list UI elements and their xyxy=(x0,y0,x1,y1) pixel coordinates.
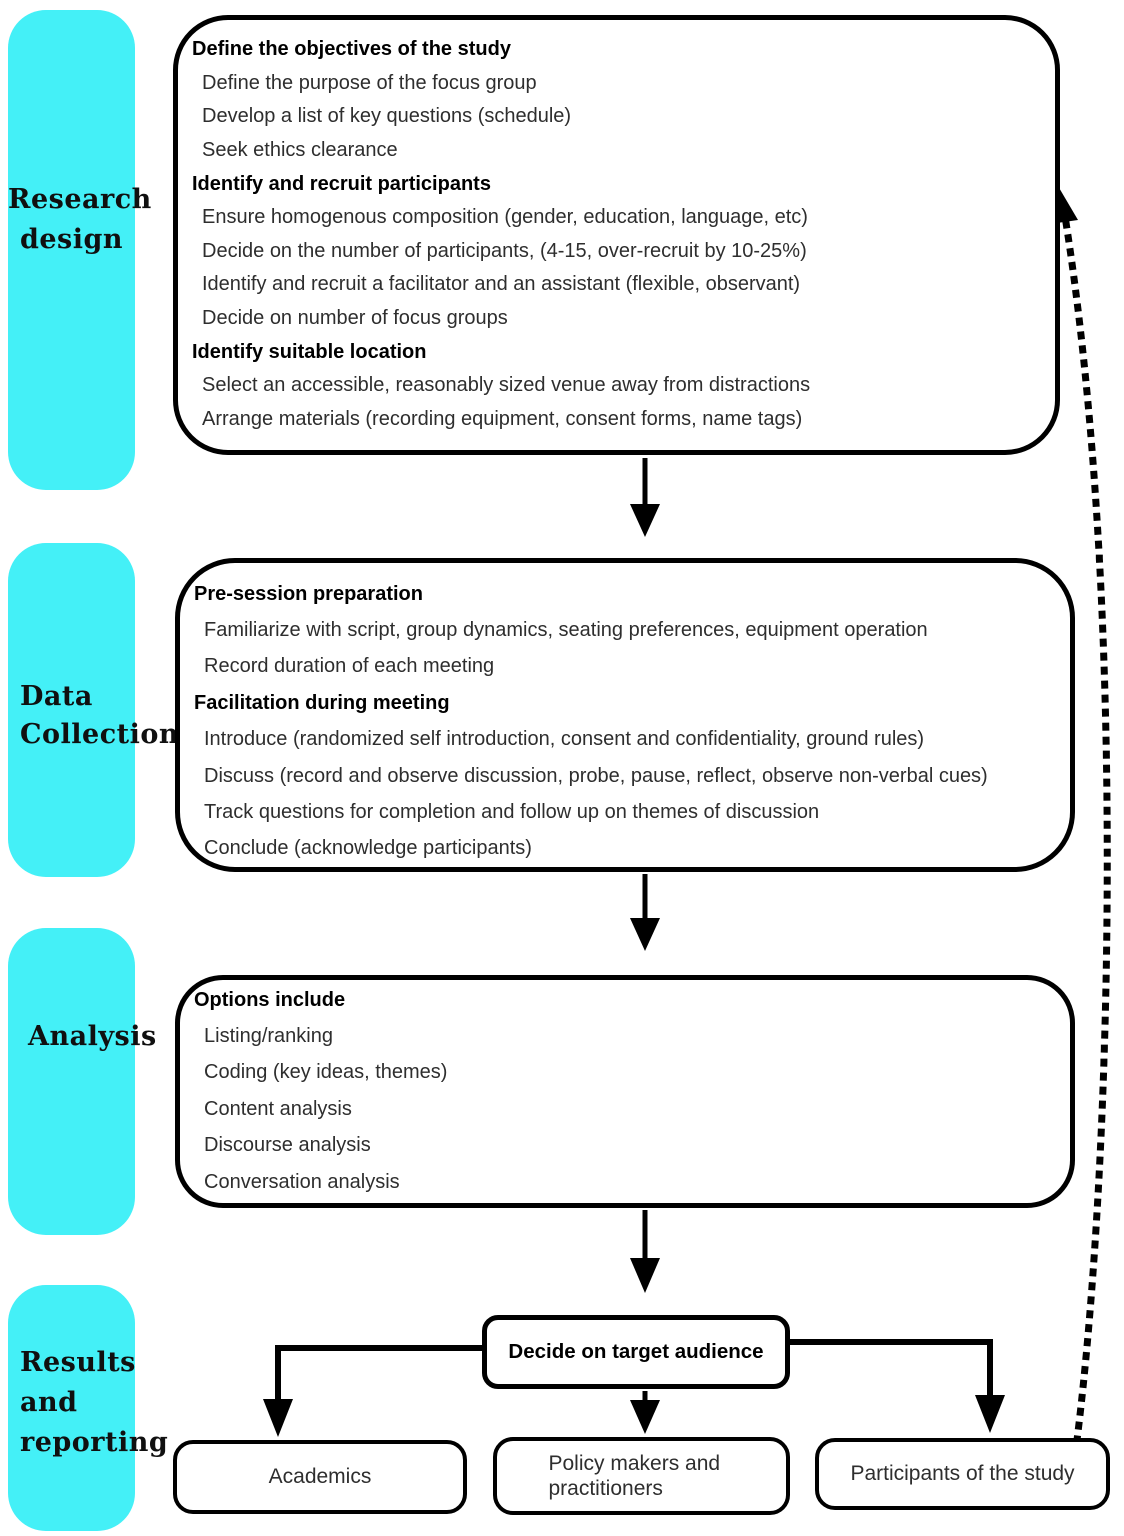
audience-box-participants: Participants of the study xyxy=(815,1438,1110,1510)
step-line: Decide on number of focus groups xyxy=(178,302,1055,336)
arrow-decision-to-participants xyxy=(790,1339,1005,1433)
step-text: Coding (key ideas, themes) xyxy=(204,1061,448,1084)
audience-label: Participants of the study xyxy=(850,1462,1075,1485)
arrow-decision-to-policy-makers xyxy=(630,1391,660,1434)
step-line: Define the purpose of the focus group xyxy=(178,67,1055,101)
audience-box-academics: Academics xyxy=(173,1440,467,1514)
step-line: Conclude (acknowledge participants) xyxy=(180,831,1070,867)
stage-label-line: reporting xyxy=(20,1427,169,1458)
step-line: Record duration of each meeting xyxy=(180,649,1070,685)
step-text: Discourse analysis xyxy=(204,1134,371,1157)
stage-label-line: Research xyxy=(8,184,152,215)
step-text: Introduce (randomized self introduction,… xyxy=(204,728,925,751)
step-line: Options include xyxy=(180,982,1070,1018)
step-line: Arrange materials (recording equipment, … xyxy=(178,403,1055,437)
step-text: Develop a list of key questions (schedul… xyxy=(202,105,572,128)
audience-box-policy-makers: Policy makers and practitioners xyxy=(493,1437,790,1515)
stage-label-line: Collection xyxy=(20,719,179,750)
step-line: Conversation analysis xyxy=(180,1164,1070,1200)
step-text: Listing/ranking xyxy=(204,1025,333,1048)
step-text: Select an accessible, reasonably sized v… xyxy=(202,374,811,397)
stage-label-line: design xyxy=(19,224,124,255)
stage-analysis: Analysis xyxy=(8,928,157,1235)
step-line: Discuss (record and observe discussion, … xyxy=(180,758,1070,794)
step-line: Identify and recruit a facilitator and a… xyxy=(178,268,1055,302)
step-line: Seek ethics clearance xyxy=(178,134,1055,168)
step-text: Options include xyxy=(194,988,346,1011)
step-line: Select an accessible, reasonably sized v… xyxy=(178,369,1055,403)
step-text: Arrange materials (recording equipment, … xyxy=(202,407,803,430)
audience-label: Policy makers and practitioners xyxy=(548,1452,721,1500)
stage-label-line: Analysis xyxy=(28,1021,157,1052)
audience-label: Academics xyxy=(268,1465,372,1488)
stage-label-line: Data xyxy=(20,681,93,712)
step-text: Identify suitable location xyxy=(192,340,427,363)
stage-research-design: Research design xyxy=(8,10,152,490)
step-text: Content analysis xyxy=(204,1097,352,1120)
step-line: Ensure homogenous composition (gender, e… xyxy=(178,201,1055,235)
step-text: Identify and recruit a facilitator and a… xyxy=(202,273,801,296)
step-line: Identify and recruit participants xyxy=(178,167,1055,201)
step-line: Identify suitable location xyxy=(178,335,1055,369)
step-text: Define the objectives of the study xyxy=(192,38,511,61)
stage-label-line: and xyxy=(20,1387,78,1418)
step-line: Introduce (randomized self introduction,… xyxy=(180,722,1070,758)
decision-box-target-audience: Decide on target audience xyxy=(482,1315,790,1389)
step-line: Decide on the number of participants, (4… xyxy=(178,235,1055,269)
step-line: Track questions for completion and follo… xyxy=(180,794,1070,830)
step-text: Define the purpose of the focus group xyxy=(202,71,537,94)
decision-label: Decide on target audience xyxy=(508,1340,764,1363)
step-text: Identify and recruit participants xyxy=(192,172,491,195)
step-text: Pre-session preparation xyxy=(194,582,423,605)
step-line: Content analysis xyxy=(180,1091,1070,1127)
step-text: Familiarize with script, group dynamics,… xyxy=(204,619,928,642)
step-line: Pre-session preparation xyxy=(180,576,1070,612)
step-text: Seek ethics clearance xyxy=(202,139,398,162)
step-line: Define the objectives of the study xyxy=(178,33,1055,67)
arrow-data-collection-to-analysis xyxy=(630,874,660,951)
step-line: Discourse analysis xyxy=(180,1128,1070,1164)
step-line: Facilitation during meeting xyxy=(180,685,1070,721)
step-line: Coding (key ideas, themes) xyxy=(180,1055,1070,1091)
step-text: Record duration of each meeting xyxy=(204,655,495,678)
stage-label-line: Results xyxy=(20,1347,136,1378)
step-text: Track questions for completion and follo… xyxy=(204,801,820,824)
step-text: Conversation analysis xyxy=(204,1170,400,1193)
step-line: Listing/ranking xyxy=(180,1018,1070,1054)
arrow-analysis-to-decision xyxy=(630,1210,660,1293)
step-text: Conclude (acknowledge participants) xyxy=(204,837,532,860)
step-text: Decide on the number of participants, (4… xyxy=(202,239,807,262)
step-line: Familiarize with script, group dynamics,… xyxy=(180,612,1070,648)
step-text: Ensure homogenous composition (gender, e… xyxy=(202,206,808,229)
step-text: Discuss (record and observe discussion, … xyxy=(204,764,988,787)
arrow-decision-to-academics xyxy=(263,1345,482,1437)
step-line: Develop a list of key questions (schedul… xyxy=(178,100,1055,134)
arrow-research-to-data-collection xyxy=(630,458,660,537)
step-text: Facilitation during meeting xyxy=(194,691,450,714)
step-text: Decide on number of focus groups xyxy=(202,307,508,330)
stage-results-reporting: Results and reporting xyxy=(8,1285,169,1531)
